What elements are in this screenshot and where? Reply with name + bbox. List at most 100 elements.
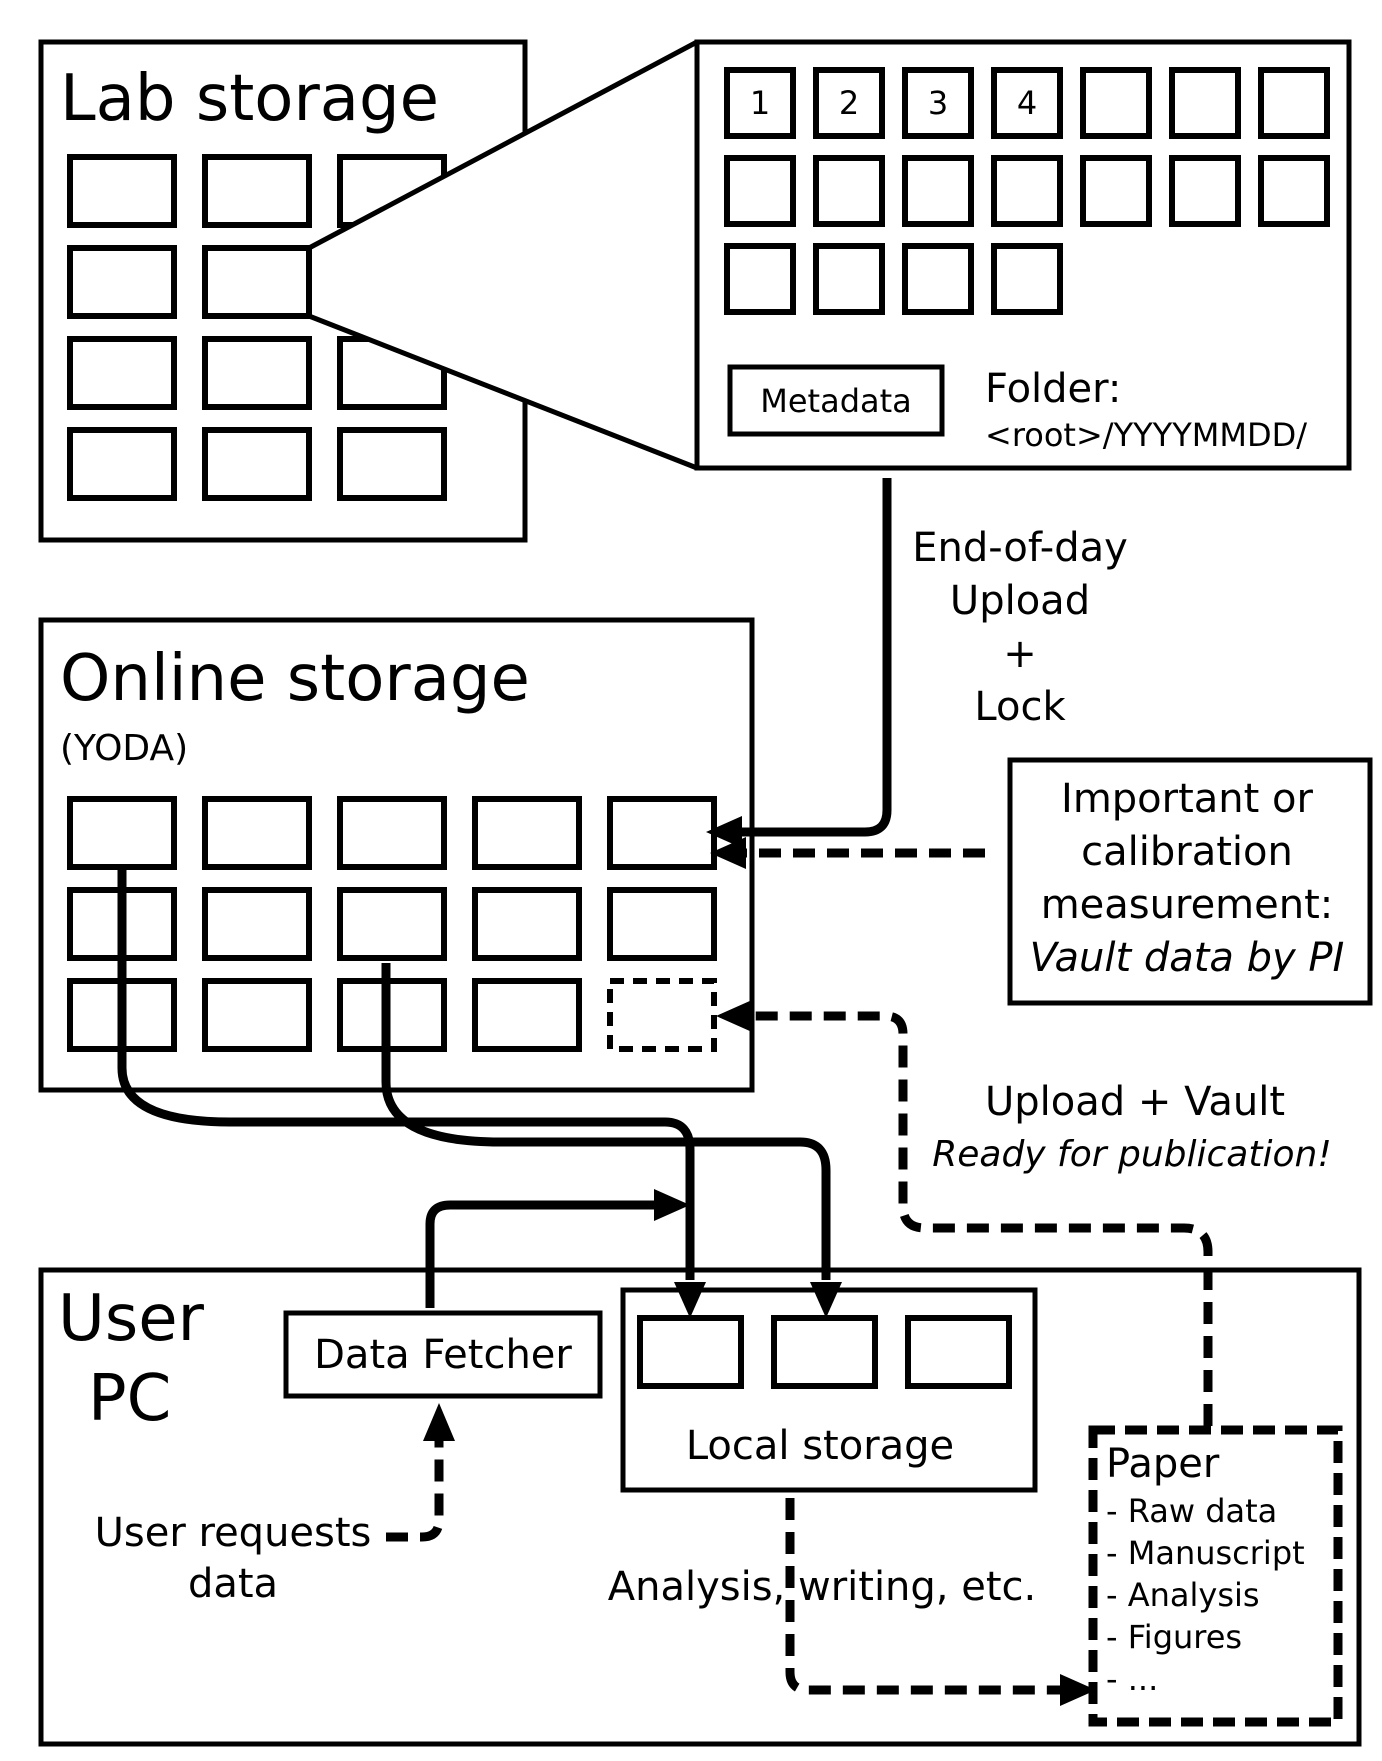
download-arrow-2 (381, 963, 831, 1280)
file-cell (1080, 67, 1152, 139)
data-fetcher-box (283, 1310, 603, 1399)
file-cell (1080, 155, 1152, 227)
upload-label: End-of-day Upload + Lock (912, 525, 1128, 730)
publication-label: Upload + Vault Ready for publication! (932, 1079, 1332, 1175)
online-cell-pending-vault (607, 978, 717, 1052)
upload-lock-arrow (740, 478, 892, 837)
local-cell (637, 1315, 744, 1389)
lab-cell-highlighted (202, 245, 312, 319)
online-cell (67, 796, 177, 870)
user-pc-title-line2: PC (88, 1362, 171, 1436)
lab-cell (67, 336, 177, 410)
vault-box-line2: calibration (1081, 829, 1293, 875)
publication-arrowhead (716, 1000, 752, 1032)
analysis-label: Analysis, writing, etc. (608, 1564, 1036, 1610)
paper-item: - Raw data (1106, 1492, 1277, 1530)
file-cell (813, 67, 885, 139)
analysis-arrowhead (1060, 1674, 1096, 1706)
vault-box-line1: Important or (1061, 776, 1313, 822)
lab-cell (67, 154, 177, 228)
fetcher-arrow (425, 1200, 655, 1308)
file-cell (991, 67, 1063, 139)
lab-cell (202, 336, 312, 410)
upload-label-line1: End-of-day (912, 525, 1128, 571)
file-cell (991, 155, 1063, 227)
file-cell (724, 155, 796, 227)
file-number-4: 4 (1017, 84, 1037, 122)
online-storage-grid (67, 796, 717, 1052)
data-fetcher-label: Data Fetcher (314, 1332, 572, 1378)
online-cell (202, 887, 312, 961)
user-pc-panel: User PC Data Fetcher Local storage User … (38, 1267, 1362, 1747)
zoom-connector-fill (309, 42, 697, 468)
local-cell (905, 1315, 1012, 1389)
online-cell (202, 978, 312, 1052)
online-cell (337, 887, 447, 961)
lab-cell (202, 427, 312, 501)
lab-storage-panel: Lab storage (38, 39, 528, 543)
file-grid (724, 67, 1330, 315)
online-storage-panel: Online storage (YODA) (38, 617, 755, 1093)
online-cell (337, 978, 447, 1052)
user-pc-frame (38, 1267, 1362, 1747)
file-number-3: 3 (928, 84, 948, 122)
download-arrowhead-1 (674, 1282, 706, 1318)
upload-lock-arrowhead (706, 816, 742, 848)
online-cell (607, 887, 717, 961)
file-cell (902, 243, 974, 315)
folder-path: <root>/YYYYMMDD/ (985, 416, 1307, 454)
user-pc-title-line1: User (58, 1282, 205, 1356)
file-cell (813, 243, 885, 315)
online-cell (607, 796, 717, 870)
lab-storage-title: Lab storage (60, 62, 439, 136)
vault-box-frame (1007, 757, 1373, 1006)
lab-cell (202, 154, 312, 228)
vault-by-pi-arrowhead (710, 837, 746, 869)
zoom-line-bottom (308, 313, 698, 471)
folder-label: Folder: (985, 366, 1121, 412)
paper-box: Paper - Raw data - Manuscript - Analysis… (1088, 1425, 1343, 1727)
upload-label-line3: + (1003, 631, 1037, 677)
publication-arrow (752, 1011, 1213, 1426)
paper-title: Paper (1106, 1441, 1220, 1487)
user-requests-arrowhead (423, 1403, 455, 1441)
analysis-arrow (785, 1498, 1060, 1695)
file-cell (724, 243, 796, 315)
file-cell (1169, 67, 1241, 139)
publication-label-line2: Ready for publication! (932, 1134, 1332, 1175)
file-cell (1169, 155, 1241, 227)
paper-item: - Analysis (1106, 1576, 1260, 1614)
online-cell (337, 796, 447, 870)
fetcher-arrowhead (654, 1189, 690, 1221)
paper-item: - ... (1106, 1660, 1158, 1698)
online-cell (472, 796, 582, 870)
vault-box: Important or calibration measurement: Va… (1007, 757, 1373, 1006)
file-cell (813, 155, 885, 227)
lab-cell (67, 245, 177, 319)
online-cell (472, 887, 582, 961)
download-arrow-1 (117, 868, 695, 1280)
upload-label-line2: Upload (950, 578, 1090, 624)
metadata-box (727, 364, 945, 437)
lab-cell (337, 427, 447, 501)
metadata-label: Metadata (760, 382, 912, 420)
online-storage-frame (38, 617, 755, 1093)
zoom-detail-panel: 1 2 3 4 Metadata Folder: <root>/YYYYMMDD… (694, 39, 1352, 471)
file-cell (1258, 155, 1330, 227)
paper-item: - Figures (1106, 1618, 1242, 1656)
file-number-1: 1 (750, 84, 770, 122)
online-storage-title: Online storage (60, 642, 530, 716)
publication-label-line1: Upload + Vault (985, 1079, 1285, 1125)
online-cell (202, 796, 312, 870)
file-cell (991, 243, 1063, 315)
file-cell (902, 67, 974, 139)
file-number-2: 2 (839, 84, 859, 122)
paper-frame (1088, 1425, 1343, 1727)
zoom-line-top (307, 39, 699, 251)
user-requests-line2: data (188, 1561, 278, 1607)
lab-cell (67, 427, 177, 501)
file-cell (1258, 67, 1330, 139)
user-requests-line1: User requests (95, 1510, 372, 1556)
user-requests-arrow (386, 1440, 444, 1542)
